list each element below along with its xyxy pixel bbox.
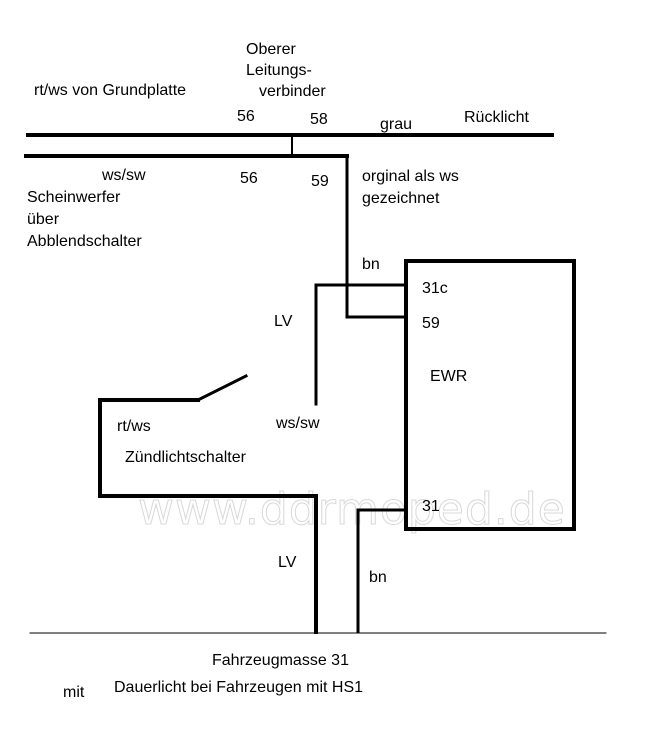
oberer-label: Oberer: [246, 41, 296, 58]
ewr-31c-label: 31c: [422, 280, 448, 297]
mit-label: mit: [63, 684, 85, 701]
oberer-label: verbinder: [259, 83, 326, 100]
ewr-59-label: 59: [422, 315, 440, 332]
scheinwerfer-label: Scheinwerfer: [27, 189, 121, 206]
wire-bn-to-ewr-59: [345, 154, 408, 319]
lv-top-label: LV: [274, 313, 293, 330]
rt-ws-grundplatte-label: rt/ws von Grundplatte: [34, 82, 186, 99]
orginal-label: gezeichnet: [362, 190, 440, 207]
bn-top-label: bn: [362, 256, 380, 273]
terminal-58-label: 58: [310, 111, 328, 128]
orginal-label: orginal als ws: [362, 168, 459, 185]
oberer-label: Leitungs-: [246, 62, 312, 79]
ruecklicht-label: Rücklicht: [464, 109, 529, 126]
grau-label: grau: [380, 116, 412, 133]
terminal-56-top-label: 56: [237, 108, 255, 125]
terminal-59-label: 59: [311, 173, 329, 190]
rt-ws-switch-label: rt/ws: [117, 418, 151, 435]
ewr-name-label: EWR: [430, 368, 467, 385]
ewr-box: [404, 259, 576, 531]
lv-bottom-label: LV: [278, 554, 297, 571]
wire-bn-31-ground: [356, 508, 408, 634]
fahrzeugmasse-label: Fahrzeugmasse 31: [212, 652, 349, 669]
switch-loop: [98, 398, 318, 634]
switch-contact: [195, 373, 249, 403]
zuendlichtschalter-label: Zündlichtschalter: [125, 449, 247, 466]
scheinwerfer-label: über: [27, 211, 60, 228]
ws-sw-top-label: ws/sw: [101, 167, 146, 184]
ws-sw-switch-label: ws/sw: [275, 415, 320, 432]
dauerlicht-label: Dauerlicht bei Fahrzeugen mit HS1: [114, 679, 363, 696]
wire-lv-31c: [314, 283, 408, 406]
bn-bottom-label: bn: [369, 569, 387, 586]
terminal-56-bottom-label: 56: [240, 170, 258, 187]
ewr-31-label: 31: [422, 498, 440, 515]
watermark: www.ddrmoped.de: [138, 484, 566, 535]
scheinwerfer-label: Abblendschalter: [27, 233, 142, 250]
